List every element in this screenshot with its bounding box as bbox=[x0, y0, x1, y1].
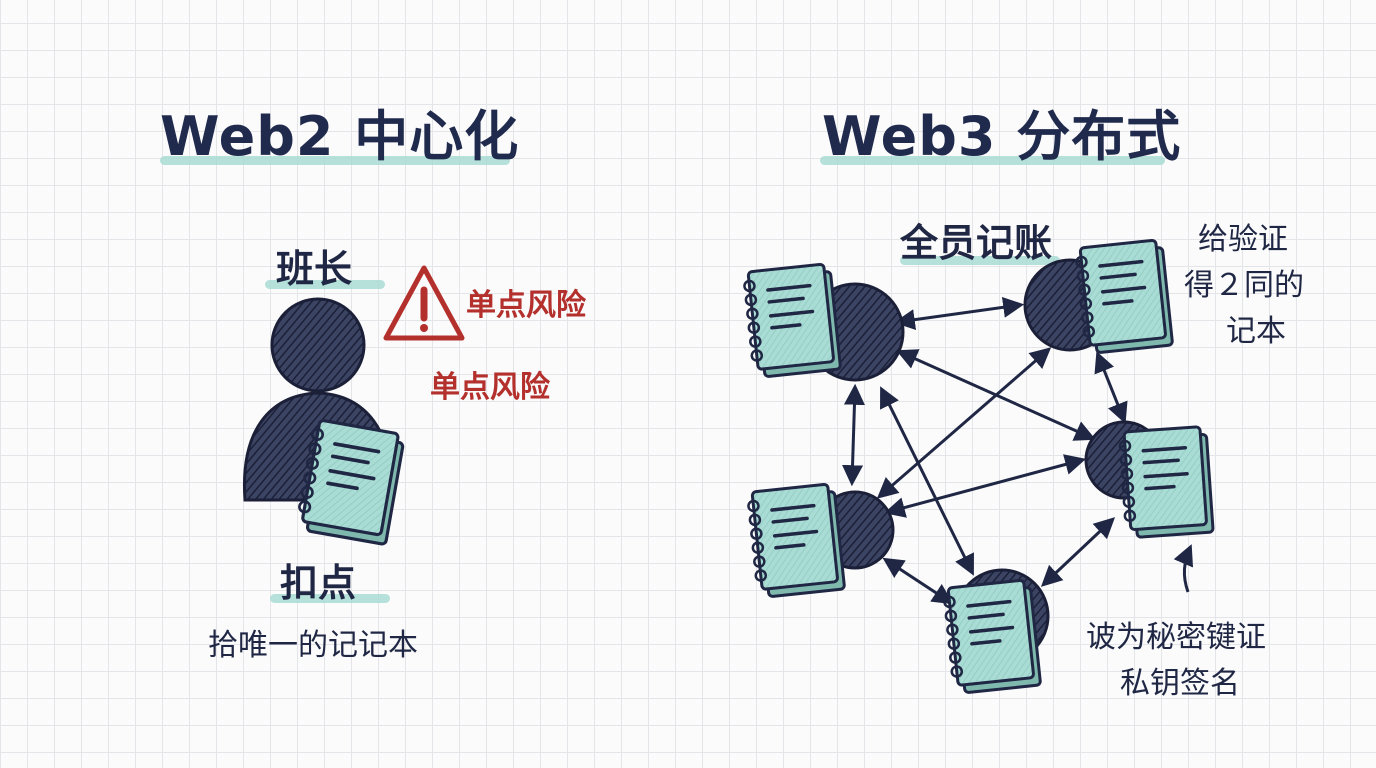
central-notebook-icon bbox=[293, 417, 407, 547]
bottom-label-underline bbox=[270, 594, 390, 603]
node-top-left bbox=[741, 261, 905, 382]
network-connections bbox=[842, 296, 1128, 605]
web3-title: Web3 分布式 bbox=[822, 105, 1182, 168]
web2-title-underline bbox=[160, 156, 510, 165]
sign-note-line2: 私钥签名 bbox=[1120, 666, 1240, 701]
risk-label-2: 单点风险 bbox=[430, 370, 550, 405]
bottom-note: 拾唯一的记记本 bbox=[208, 628, 418, 663]
sign-note-line1: 诐为秘密键证 bbox=[1086, 620, 1266, 655]
sign-pointer-arrow bbox=[1173, 544, 1194, 593]
verify-note-line1: 给验证 bbox=[1198, 222, 1288, 257]
risk-label-1: 单点风险 bbox=[466, 288, 586, 323]
all-label-underline bbox=[900, 256, 1060, 265]
monitor-underline bbox=[265, 280, 385, 289]
bottom-label: 扣点 bbox=[280, 561, 357, 605]
all-ledger-label: 全员记账 bbox=[900, 221, 1053, 265]
warning-icon bbox=[383, 265, 465, 341]
node-top-right bbox=[1023, 237, 1175, 356]
monitor-label: 班长 bbox=[276, 247, 353, 291]
web3-title-underline bbox=[820, 156, 1165, 165]
verify-note-line2: 得２同的 bbox=[1184, 268, 1304, 303]
web2-title: Web2 中心化 bbox=[160, 105, 520, 168]
node-bottom-left bbox=[745, 481, 895, 600]
node-right bbox=[1084, 420, 1215, 540]
node-bottom bbox=[941, 568, 1050, 696]
verify-note-line3: 记本 bbox=[1226, 314, 1286, 349]
